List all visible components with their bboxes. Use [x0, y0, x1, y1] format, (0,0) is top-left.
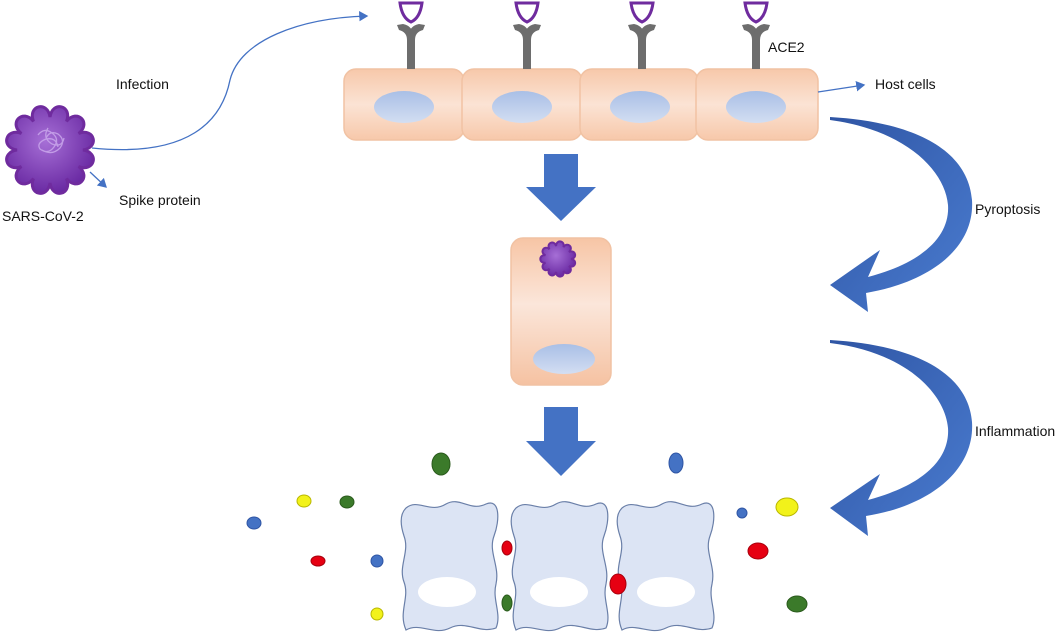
pyroptotic-cells: [400, 501, 715, 632]
particle-blue: [668, 452, 684, 474]
host-cell-layer: [343, 68, 819, 141]
particle-yellow: [370, 607, 384, 621]
particle-red: [310, 555, 326, 567]
ace2-receptor: [742, 1, 770, 69]
particle-blue: [246, 516, 262, 530]
inflammation-curved-arrow: [830, 340, 973, 536]
released-particles: [246, 452, 808, 621]
particle-green: [339, 495, 355, 509]
particle-yellow: [296, 494, 312, 508]
particle-red: [747, 542, 769, 560]
pyroptosis-label: Pyroptosis: [975, 201, 1041, 217]
infection-label: Infection: [116, 76, 169, 92]
nucleus: [533, 344, 595, 374]
nucleus: [492, 91, 552, 123]
inflammation-label: Inflammation: [975, 423, 1056, 439]
down-arrow-infection: [526, 154, 596, 221]
ace2-receptor: [397, 1, 425, 69]
particle-red: [609, 573, 627, 595]
nucleus: [637, 577, 695, 607]
spike-protein-label: Spike protein: [119, 192, 201, 208]
ace2-label: ACE2: [768, 39, 805, 55]
infected-cell: [510, 237, 612, 386]
ace2-receptors: [397, 1, 770, 69]
down-arrow-pyroptosis: [526, 407, 596, 476]
pyroptotic-cell: [510, 501, 609, 632]
particle-yellow: [775, 497, 799, 517]
particle-green: [786, 595, 808, 613]
particle-green: [431, 452, 451, 476]
nucleus: [610, 91, 670, 123]
particle-blue: [736, 507, 748, 519]
virus-label: SARS-CoV-2: [2, 208, 84, 224]
particle-red: [501, 540, 513, 556]
internalized-virus-icon: [539, 240, 577, 278]
host-cells-pointer: [817, 81, 866, 93]
pyroptosis-curved-arrow: [830, 117, 973, 312]
particle-blue: [370, 554, 384, 568]
nucleus: [726, 91, 786, 123]
sars-cov2-virus-icon: [5, 105, 95, 195]
ace2-receptor: [513, 1, 541, 69]
ace2-receptor: [628, 1, 656, 69]
infection-arrow: [91, 11, 369, 151]
pyroptotic-cell: [400, 501, 499, 632]
nucleus: [374, 91, 434, 123]
nucleus: [418, 577, 476, 607]
nucleus: [530, 577, 588, 607]
spike-protein-pointer: [89, 171, 107, 188]
particle-green: [501, 594, 513, 612]
pyroptotic-cell: [616, 501, 715, 632]
host-cells-label: Host cells: [875, 76, 936, 92]
